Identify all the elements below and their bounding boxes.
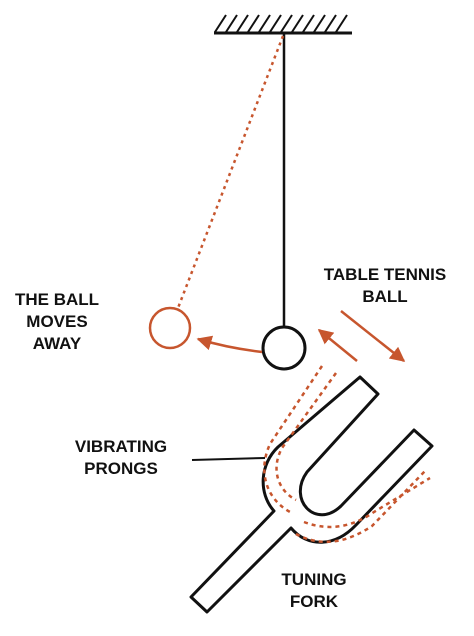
table-tennis-ball bbox=[261, 325, 307, 371]
label-table-tennis-ball-line2: BALL bbox=[362, 287, 408, 306]
motion-arrow-down-right bbox=[340, 310, 406, 362]
ball-moves-away-arrow bbox=[196, 335, 263, 354]
label-tuning-fork: TUNING FORK bbox=[262, 569, 366, 613]
motion-arrow-up-left bbox=[317, 329, 358, 362]
label-table-tennis-ball-line1: TABLE TENNIS bbox=[323, 265, 447, 284]
label-vibrating-prongs: VIBRATING PRONGS bbox=[62, 436, 180, 480]
label-vibrating-prongs-line2: PRONGS bbox=[84, 459, 158, 478]
label-ball-moves-away-line1: THE BALL bbox=[14, 290, 100, 309]
label-ball-moves-away-line3: AWAY bbox=[32, 334, 82, 353]
label-table-tennis-ball: TABLE TENNIS BALL bbox=[300, 264, 470, 308]
displaced-ball bbox=[148, 306, 192, 350]
vibrating-prongs-leader bbox=[191, 457, 266, 461]
displaced-string-dotted bbox=[176, 35, 285, 309]
label-ball-moves-away-line2: MOVES bbox=[26, 312, 88, 331]
tuning-fork bbox=[189, 375, 434, 614]
vibrating-prongs-dotted bbox=[263, 365, 431, 544]
label-tuning-fork-line2: FORK bbox=[289, 592, 339, 611]
label-tuning-fork-line1: TUNING bbox=[281, 570, 347, 589]
label-ball-moves-away: THE BALL MOVES AWAY bbox=[2, 289, 112, 355]
ceiling-support bbox=[214, 14, 352, 35]
label-vibrating-prongs-line1: VIBRATING bbox=[74, 437, 168, 456]
